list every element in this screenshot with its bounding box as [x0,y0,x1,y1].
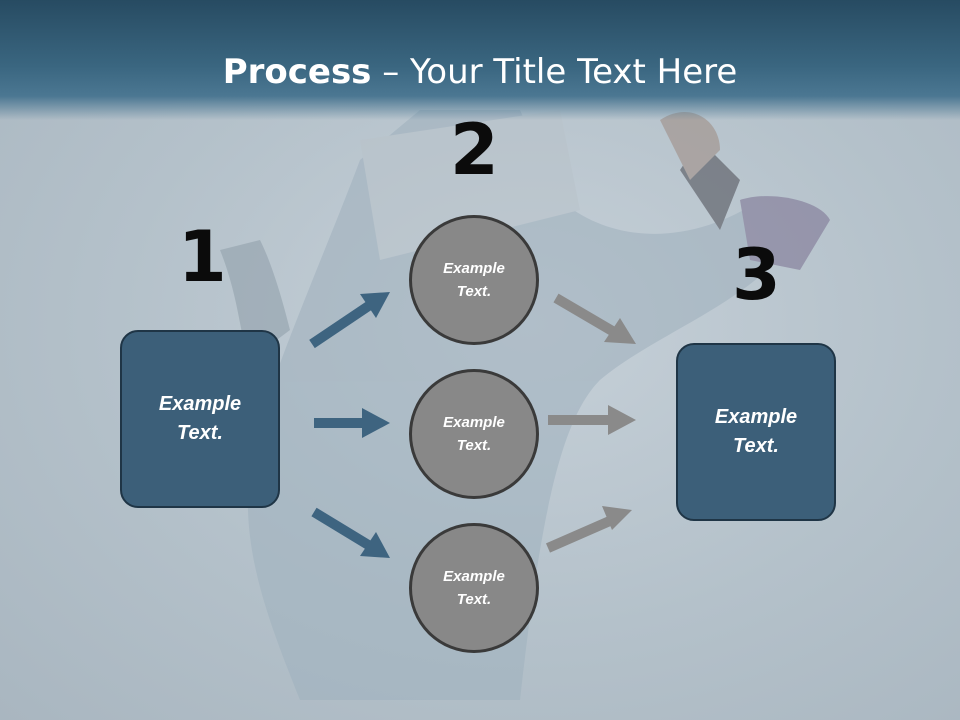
step-number-3: 3 [732,234,781,316]
arrow-up-right-gray [545,506,632,553]
arrow-right-gray [548,405,636,435]
arrow-down-right-blue [311,507,390,558]
arrow-right-blue [314,408,390,438]
step-3-label: Example Text. [714,406,798,457]
title-rest: – Your Title Text Here [371,52,738,92]
step-1-box: Example Text. [120,330,280,508]
step-2-circle-top: Example Text. [409,215,539,345]
step-3-box: Example Text. [676,343,836,521]
title-bold: Process [222,52,372,92]
title-bar [0,0,960,120]
step-2-circle-middle-label: Example Text. [443,414,505,454]
step-number-2: 2 [450,109,499,191]
page-title: Process – Your Title Text Here [0,52,960,92]
step-2-circle-bottom: Example Text. [409,523,539,653]
step-2-circle-top-label: Example Text. [443,260,505,300]
step-2-circle-bottom-label: Example Text. [443,568,505,608]
step-2-circle-middle: Example Text. [409,369,539,499]
step-number-1: 1 [178,216,227,298]
arrow-up-right-blue [309,292,390,349]
arrow-down-right-gray [553,293,636,344]
step-1-label: Example Text. [158,393,242,444]
